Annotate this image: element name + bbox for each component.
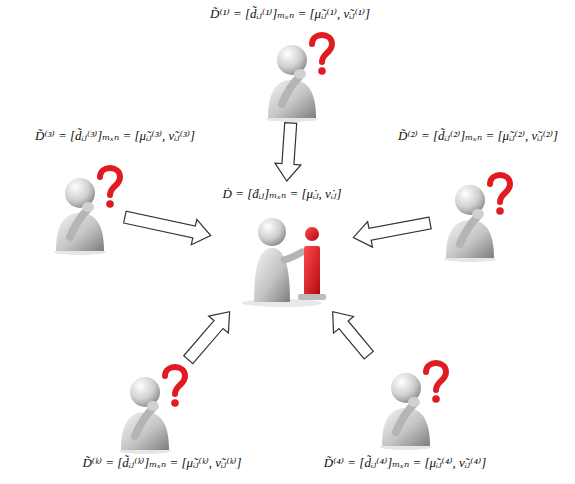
thinking-person <box>266 35 332 122</box>
matrix-formula: D̃⁽²⁾ = [d̃ᵢⱼ⁽²⁾]ₘₓₙ = [μ̃ᵢⱼ⁽²⁾, ν̃ᵢⱼ⁽²⁾… <box>397 128 559 145</box>
matrix-formula: D̃⁽⁴⁾ = [d̃ᵢⱼ⁽⁴⁾]ₘₓₙ = [μ̃ᵢⱼ⁽⁴⁾, ν̃ᵢⱼ⁽⁴⁾… <box>323 455 488 472</box>
thinking-person <box>54 168 120 255</box>
expert-matrix-node: D̃⁽ᵏ⁾ = [d̃ᵢⱼ⁽ᵏ⁾]ₘₓₙ = [μ̃ᵢⱼ⁽ᵏ⁾, ν̃ᵢⱼ⁽ᵏ⁾… <box>110 362 185 452</box>
matrix-formula: Ḋ = [ḋᵢⱼ]ₘₓₙ = [μ̇ᵢⱼ, ν̇ᵢⱼ] <box>222 186 343 203</box>
thinking-person <box>444 175 510 262</box>
expert-matrix-node: D̃⁽³⁾ = [d̃ᵢⱼ⁽³⁾]ₘₓₙ = [μ̃ᵢⱼ⁽³⁾, ν̃ᵢⱼ⁽³⁾… <box>45 162 120 254</box>
expert-matrix-node: D̃⁽²⁾ = [d̃ᵢⱼ⁽²⁾]ₘₓₙ = [μ̃ᵢⱼ⁽²⁾, ν̃ᵢⱼ⁽²⁾… <box>435 165 510 265</box>
thinking-person <box>119 367 185 454</box>
expert-matrix-node: D̃⁽¹⁾ = [d̃ᵢⱼ⁽¹⁾]ₘₓₙ = [μ̃ᵢⱼ⁽¹⁾, ν̃ᵢⱼ⁽¹⁾… <box>258 32 330 118</box>
matrix-formula: D̃⁽¹⁾ = [d̃ᵢⱼ⁽¹⁾]ₘₓₙ = [μ̃ᵢⱼ⁽¹⁾, ν̃ᵢⱼ⁽¹⁾… <box>209 6 371 23</box>
aggregated-matrix-node: Ḋ = [ḋᵢⱼ]ₘₓₙ = [μ̇ᵢⱼ, ν̇ᵢⱼ] <box>216 186 349 308</box>
thinking-person <box>380 363 446 450</box>
hollow-arrow <box>184 312 230 364</box>
hollow-arrow <box>333 312 374 359</box>
matrix-formula: D̃⁽³⁾ = [d̃ᵢⱼ⁽³⁾]ₘₓₙ = [μ̃ᵢⱼ⁽³⁾, ν̃ᵢⱼ⁽³⁾… <box>34 128 196 145</box>
hollow-arrow <box>275 123 301 181</box>
hollow-arrow <box>124 211 211 244</box>
informed-person <box>242 218 326 307</box>
expert-matrix-node: D̃⁽⁴⁾ = [d̃ᵢⱼ⁽⁴⁾]ₘₓₙ = [μ̃ᵢⱼ⁽⁴⁾, ν̃ᵢⱼ⁽⁴⁾… <box>372 358 447 450</box>
hollow-arrow <box>353 217 431 247</box>
matrix-formula: D̃⁽ᵏ⁾ = [d̃ᵢⱼ⁽ᵏ⁾]ₘₓₙ = [μ̃ᵢⱼ⁽ᵏ⁾, ν̃ᵢⱼ⁽ᵏ⁾… <box>81 455 242 472</box>
